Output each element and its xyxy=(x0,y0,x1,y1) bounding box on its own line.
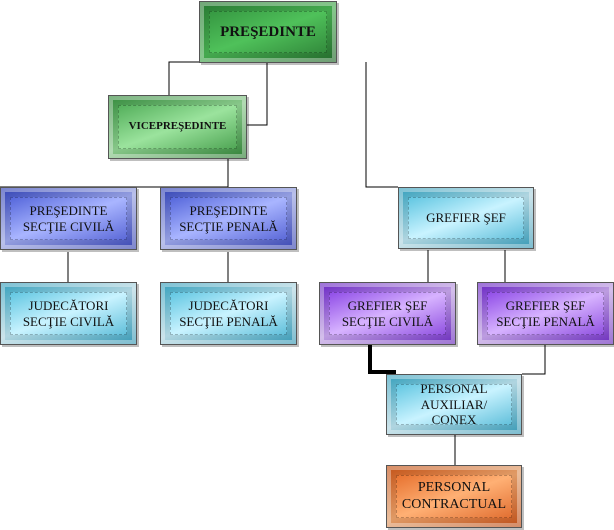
node-presedinte-civila: PREŞEDINTE SECŢIE CIVILĂ xyxy=(0,187,137,250)
node-judecatori-civila: JUDECĂTORI SECŢIE CIVILĂ xyxy=(0,282,137,345)
node-personal-auxiliar-label: PERSONAL AUXILIAR/ CONEX xyxy=(420,381,488,428)
node-presedinte-label: PREŞEDINTE xyxy=(220,24,316,40)
node-personal-auxiliar: PERSONAL AUXILIAR/ CONEX xyxy=(386,374,522,435)
node-grefier-sef: GREFIER ŞEF xyxy=(398,187,534,249)
node-personal-contractual-label: PERSONAL CONTRACTUAL xyxy=(401,479,507,512)
node-presedinte: PREŞEDINTE xyxy=(199,1,337,63)
node-judecatori-civila-label: JUDECĂTORI SECŢIE CIVILĂ xyxy=(22,297,115,329)
node-grefier-sef-penala-label: GREFIER ŞEF SECŢIE PENALĂ xyxy=(496,297,595,329)
node-grefier-sef-penala: GREFIER ŞEF SECŢIE PENALĂ xyxy=(477,282,614,345)
node-judecatori-penala-label: JUDECĂTORI SECŢIE PENALĂ xyxy=(179,297,278,329)
node-vicepresedinte: VICEPREŞEDINTE xyxy=(108,95,247,159)
node-judecatori-penala: JUDECĂTORI SECŢIE PENALĂ xyxy=(160,282,297,345)
node-vicepresedinte-label: VICEPREŞEDINTE xyxy=(128,120,227,133)
node-grefier-sef-civila: GREFIER ŞEF SECŢIE CIVILĂ xyxy=(319,282,456,345)
node-presedinte-penala-label: PREŞEDINTE SECŢIE PENALĂ xyxy=(179,202,278,234)
node-presedinte-civila-label: PREŞEDINTE SECŢIE CIVILĂ xyxy=(22,202,115,234)
connector-presedinte-grefier xyxy=(365,62,398,188)
node-grefier-sef-civila-label: GREFIER ŞEF SECŢIE CIVILĂ xyxy=(341,297,434,329)
connector-penala-auxiliar xyxy=(522,345,546,375)
node-presedinte-penala: PREŞEDINTE SECŢIE PENALĂ xyxy=(160,187,297,250)
node-grefier-sef-label: GREFIER ŞEF xyxy=(426,210,506,226)
node-personal-contractual: PERSONAL CONTRACTUAL xyxy=(386,465,522,528)
